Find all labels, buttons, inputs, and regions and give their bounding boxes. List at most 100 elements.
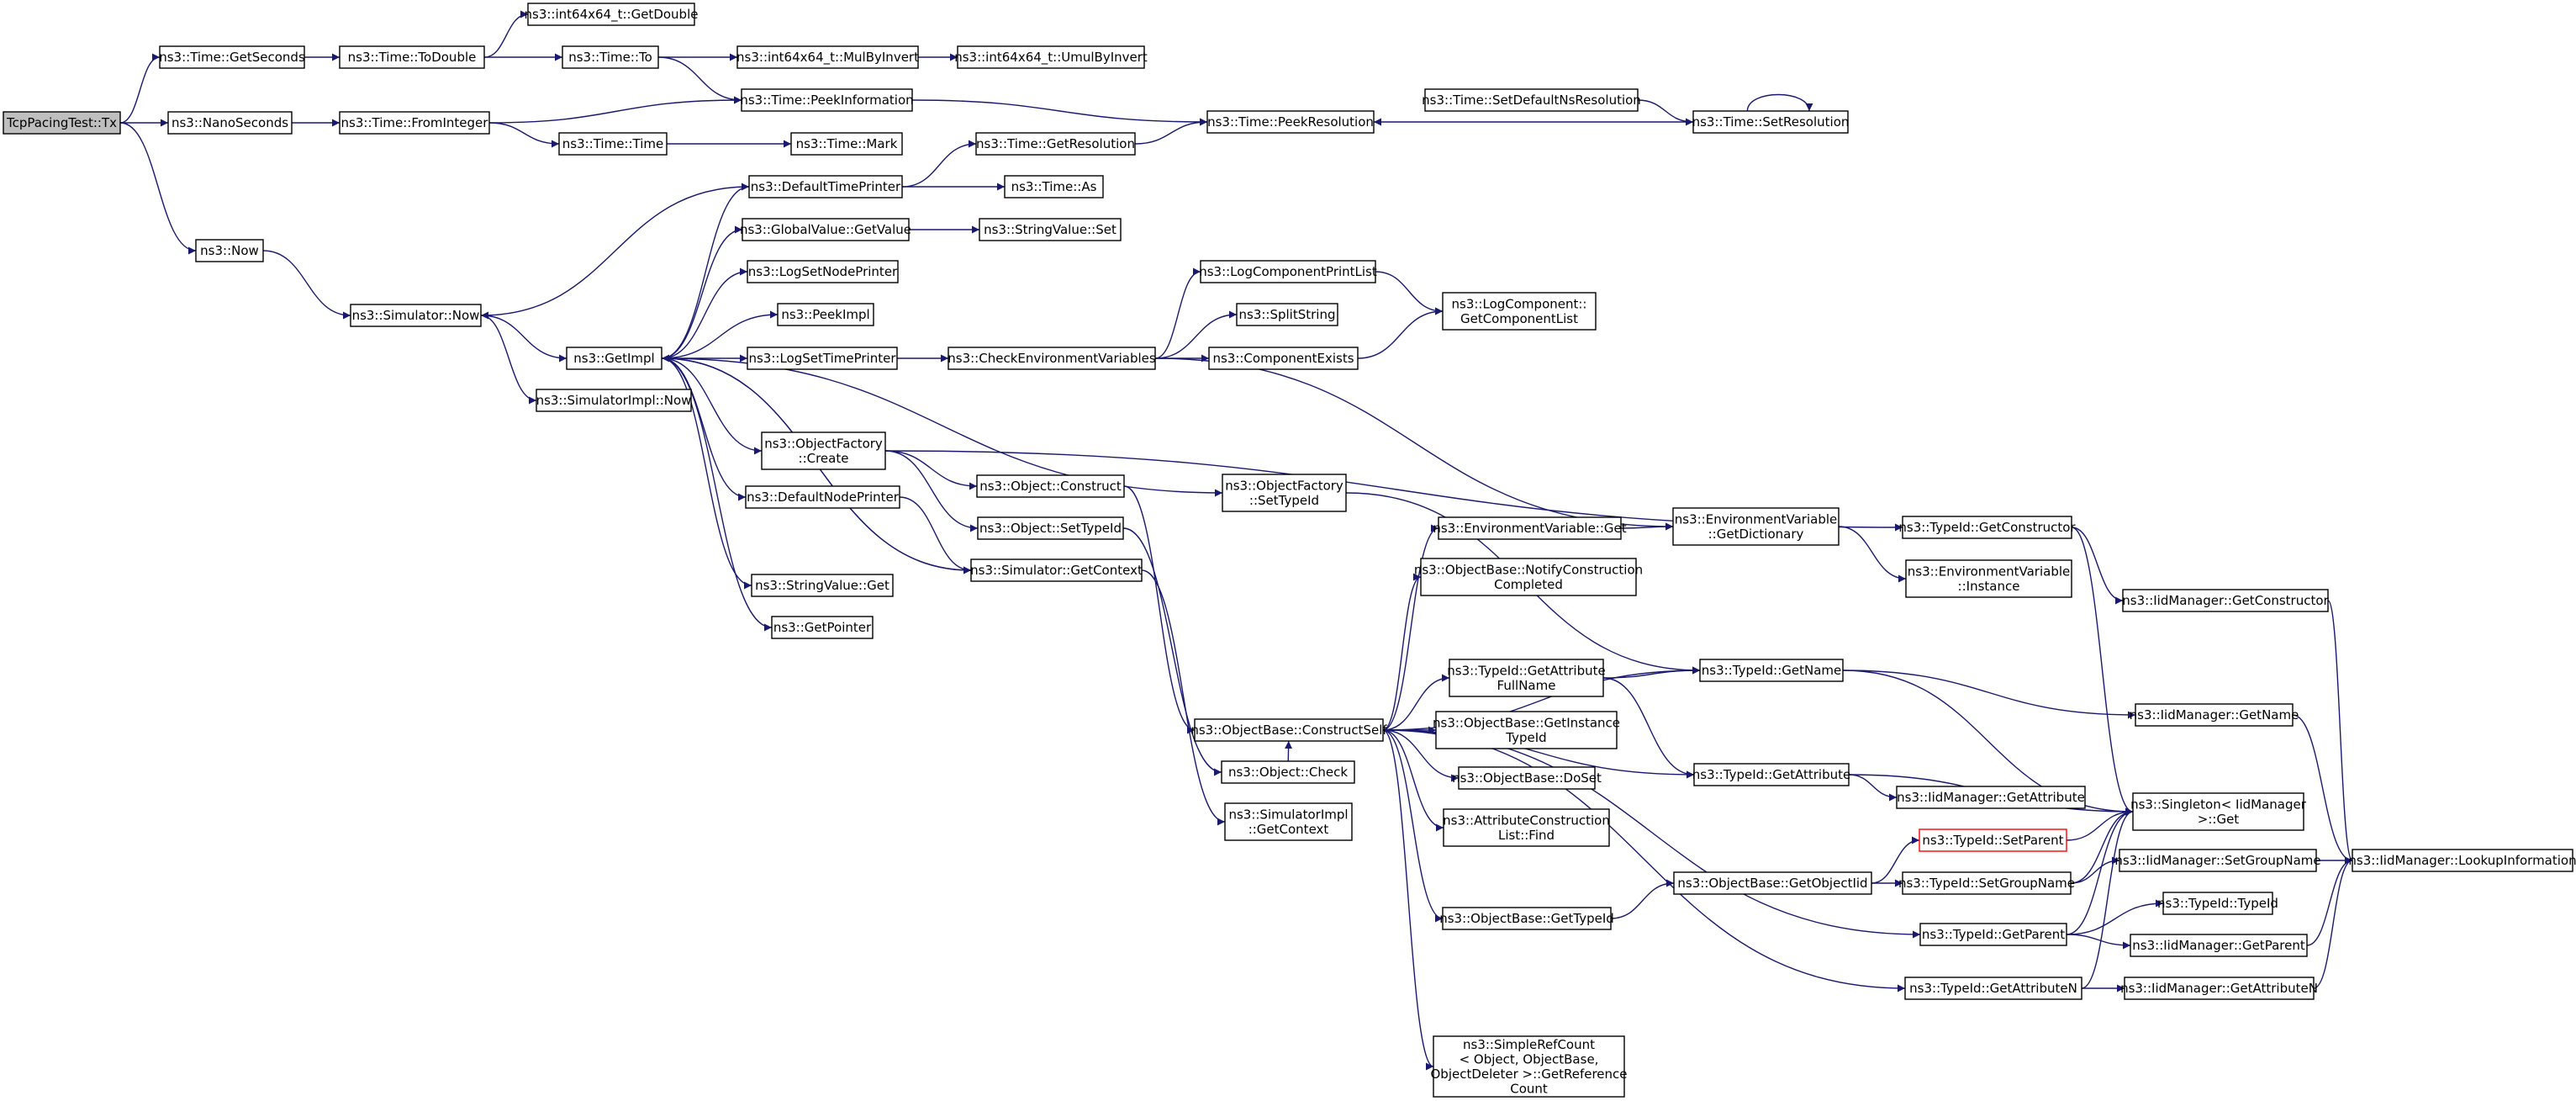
edge-getresolution-to-peekresolution (1134, 118, 1208, 145)
node-simimplgetcontext[interactable]: ns3::SimulatorImpl::GetContext (1224, 802, 1353, 841)
node-now[interactable]: ns3::Now (195, 239, 264, 262)
node-getimpl[interactable]: ns3::GetImpl (566, 347, 662, 370)
node-objfactorycreate[interactable]: ns3::ObjectFactory::Create (761, 431, 886, 470)
node-componentexists[interactable]: ns3::ComponentExists (1208, 347, 1359, 370)
node-logsetnodeprinter[interactable]: ns3::LogSetNodePrinter (747, 260, 899, 283)
node-box (975, 132, 1136, 156)
node-iidmgrgetattribute[interactable]: ns3::IidManager::GetAttribute (1896, 786, 2086, 809)
node-iidmgrgetattributen[interactable]: ns3::IidManager::GetAttributeN (2120, 977, 2318, 1000)
node-label: ns3::StringValue::Get (755, 578, 889, 593)
node-getresolution[interactable]: ns3::Time::GetResolution (975, 132, 1136, 156)
node-box (761, 431, 886, 470)
node-iidmgrlookup[interactable]: ns3::IidManager::LookupInformation (2348, 849, 2576, 872)
node-peekresolution[interactable]: ns3::Time::PeekResolution (1206, 110, 1375, 134)
node-getpointer[interactable]: ns3::GetPointer (771, 616, 874, 639)
node-label: ns3::IidManager::GetName (2130, 707, 2299, 723)
node-label: ns3::Simulator::Now (352, 308, 480, 323)
node-globalvalue[interactable]: ns3::GlobalValue::GetValue (740, 218, 911, 241)
edge-simnow-to-simimplnow (480, 315, 537, 405)
node-mulbyinvert[interactable]: ns3::int64x64_t::MulByInvert (736, 45, 919, 69)
node-getdouble[interactable]: ns3::int64x64_t::GetDouble (525, 3, 699, 26)
node-label: ns3::ObjectFactory (1225, 478, 1343, 493)
node-box (1919, 828, 2067, 852)
node-typeidsetgroupname[interactable]: ns3::TypeId::SetGroupName (1898, 871, 2075, 895)
node-iidmgrgetparent[interactable]: ns3::IidManager::GetParent (2130, 934, 2308, 957)
node-envvarget[interactable]: ns3::EnvironmentVariable::Get (1433, 516, 1627, 540)
node-nanoseconds[interactable]: ns3::NanoSeconds (167, 111, 293, 135)
edge-constructself-to-typeidgetattrfullname (1382, 674, 1450, 731)
edge-defaulttimeprinter-to-getresolution (901, 140, 977, 188)
node-timeas[interactable]: ns3::Time::As (1004, 175, 1104, 198)
node-objectbasegettypeid[interactable]: ns3::ObjectBase::GetTypeId (1439, 907, 1614, 930)
edge-constructself-to-notifyconstruction (1382, 573, 1422, 731)
node-iidmgrgetname[interactable]: ns3::IidManager::GetName (2130, 703, 2299, 727)
node-getobjectiid[interactable]: ns3::ObjectBase::GetObjectIid (1673, 871, 1872, 895)
node-iidmgrsetgroupname[interactable]: ns3::IidManager::SetGroupName (2114, 849, 2321, 872)
node-typeidgetparent[interactable]: ns3::TypeId::GetParent (1919, 923, 2067, 946)
node-peekimpl[interactable]: ns3::PeekImpl (777, 303, 874, 326)
node-label: ns3::IidManager::GetParent (2132, 938, 2305, 953)
node-timetime[interactable]: ns3::Time::Time (558, 132, 668, 156)
edge-objfactorycreate-to-objectsettypeid (884, 450, 979, 532)
node-checkenv[interactable]: ns3::CheckEnvironmentVariables (948, 347, 1156, 370)
node-box (1200, 260, 1376, 283)
node-logcompprintlist[interactable]: ns3::LogComponentPrintList (1199, 260, 1377, 283)
node-notifyconstruction[interactable]: ns3::ObjectBase::NotifyConstructionCompl… (1414, 558, 1643, 596)
node-box (2135, 703, 2294, 727)
node-doset[interactable]: ns3::ObjectBase::DoSet (1452, 766, 1602, 790)
node-typeidgetattribute[interactable]: ns3::TypeId::GetAttribute (1692, 763, 1850, 786)
node-objfactorysettypeid[interactable]: ns3::ObjectFactory::SetTypeId (1222, 474, 1347, 512)
node-objectcheck[interactable]: ns3::Object::Check (1221, 760, 1355, 784)
node-box (1433, 1035, 1625, 1098)
node-constructself[interactable]: ns3::ObjectBase::ConstructSelf (1190, 718, 1387, 742)
node-simplerefcount[interactable]: ns3::SimpleRefCount< Object, ObjectBase,… (1430, 1035, 1628, 1098)
edge-peekinformation-to-peekresolution (911, 99, 1208, 126)
node-box (1902, 871, 2072, 895)
node-getseconds[interactable]: ns3::Time::GetSeconds (159, 45, 305, 69)
node-typeidgetname[interactable]: ns3::TypeId::GetName (1699, 659, 1844, 682)
node-typeidgetconstructor[interactable]: ns3::TypeId::GetConstructor (1898, 516, 2076, 539)
node-label: ns3::Object::Check (1228, 765, 1348, 780)
node-box (1236, 303, 1338, 326)
node-typeidgetattributen[interactable]: ns3::TypeId::GetAttributeN (1904, 977, 2082, 1000)
edge-frominteger-to-peekinformation (488, 96, 742, 124)
node-singletonget[interactable]: ns3::Singleton< IidManager >::Get (2130, 792, 2307, 831)
node-stringvalueset[interactable]: ns3::StringValue::Set (979, 218, 1122, 241)
node-label: ns3::LogSetTimePrinter (748, 351, 896, 366)
node-simnow[interactable]: ns3::Simulator::Now (350, 304, 482, 327)
node-logsettimeprinter[interactable]: ns3::LogSetTimePrinter (747, 347, 898, 370)
edge-getimpl-to-globalvalue (661, 225, 743, 359)
node-timemark[interactable]: ns3::Time::Mark (790, 132, 903, 156)
node-todouble[interactable]: ns3::Time::ToDouble (339, 45, 485, 69)
node-box (195, 239, 264, 262)
node-box (741, 88, 913, 112)
node-frominteger[interactable]: ns3::Time::FromInteger (339, 111, 490, 135)
node-iidmgrgetconstructor[interactable]: ns3::IidManager::GetConstructor (2122, 589, 2330, 612)
node-setresolution[interactable]: ns3::Time::SetResolution (1692, 110, 1850, 134)
node-defaulttimeprinter[interactable]: ns3::DefaultTimePrinter (748, 175, 903, 198)
node-box (745, 485, 900, 509)
node-envvarinstance[interactable]: ns3::EnvironmentVariable::Instance (1905, 559, 2072, 598)
node-logcompgetlist[interactable]: ns3::LogComponent::GetComponentList (1442, 292, 1597, 331)
node-typeidsetparent[interactable]: ns3::TypeId::SetParent (1919, 828, 2067, 852)
node-objectsettypeid[interactable]: ns3::Object::SetTypeId (977, 516, 1124, 540)
node-simgetcontext[interactable]: ns3::Simulator::GetContext (970, 558, 1143, 582)
node-envvargetdict[interactable]: ns3::EnvironmentVariable::GetDictionary (1672, 507, 1840, 546)
node-stringvalueget[interactable]: ns3::StringValue::Get (751, 574, 894, 597)
node-timeto[interactable]: ns3::Time::To (562, 45, 659, 69)
node-splitstring[interactable]: ns3::SplitString (1236, 303, 1338, 326)
node-objectconstruct[interactable]: ns3::Object::Construct (976, 474, 1125, 498)
node-typeidtypeid[interactable]: ns3::TypeId::TypeId (2157, 892, 2278, 915)
node-label: TcpPacingTest::Tx (6, 115, 117, 130)
node-label: ns3::ObjectBase::NotifyConstruction (1414, 562, 1643, 577)
node-defaultnodeprinter[interactable]: ns3::DefaultNodePrinter (745, 485, 900, 509)
node-box (1442, 907, 1612, 930)
node-peekinformation[interactable]: ns3::Time::PeekInformation (740, 88, 914, 112)
node-setdefaultns[interactable]: ns3::Time::SetDefaultNsResolution (1422, 88, 1641, 112)
node-umulbyinvert[interactable]: ns3::int64x64_t::UmulByInvert (954, 45, 1148, 69)
node-simimplnow[interactable]: ns3::SimulatorImpl::Now (536, 389, 692, 412)
node-tx[interactable]: TcpPacingTest::Tx (3, 111, 121, 135)
